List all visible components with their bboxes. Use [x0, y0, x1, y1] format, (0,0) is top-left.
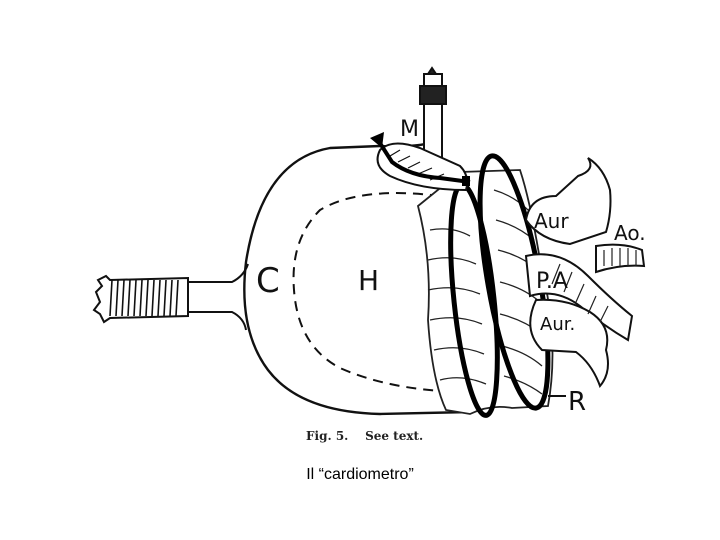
- heart-dashed-outline: [292, 192, 461, 393]
- manometer-tube: [376, 66, 469, 192]
- figure-caption: Fig. 5. See text.: [306, 429, 423, 443]
- label-h: H: [358, 264, 379, 297]
- label-m: M: [400, 117, 419, 142]
- inlet-tube: [92, 263, 249, 331]
- label-pa: P.A: [536, 269, 568, 294]
- label-aur-top: Aur: [534, 209, 569, 233]
- slide-caption: Il “cardiometro”: [306, 466, 414, 483]
- label-c: C: [256, 261, 280, 301]
- vessel-hatching: [551, 248, 637, 323]
- label-r: R: [568, 387, 586, 417]
- label-aur-bottom: Aur.: [540, 314, 575, 335]
- label-ao: Ao.: [614, 221, 646, 245]
- flow-arrow-icon: [376, 138, 471, 184]
